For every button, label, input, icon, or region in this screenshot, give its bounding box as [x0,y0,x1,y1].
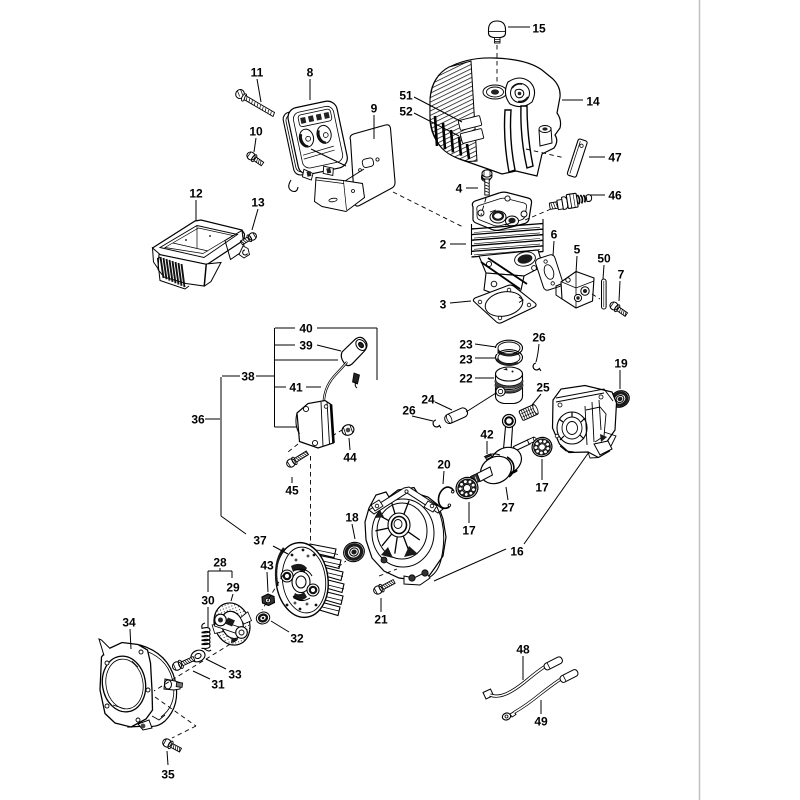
svg-text:46: 46 [608,188,622,202]
svg-text:17: 17 [535,480,549,494]
svg-text:35: 35 [161,767,175,781]
svg-text:15: 15 [532,21,546,35]
svg-text:4: 4 [456,181,463,195]
svg-text:51: 51 [399,88,413,102]
svg-text:32: 32 [290,631,304,645]
svg-text:42: 42 [480,427,494,441]
svg-text:5: 5 [574,242,581,256]
svg-text:44: 44 [343,450,357,464]
svg-text:30: 30 [201,593,215,607]
svg-text:45: 45 [285,483,299,497]
svg-text:34: 34 [122,615,136,629]
svg-text:41: 41 [289,380,303,394]
svg-text:9: 9 [371,101,378,115]
svg-text:38: 38 [241,369,255,383]
svg-text:40: 40 [299,321,313,335]
svg-text:47: 47 [608,150,622,164]
svg-text:25: 25 [536,380,550,394]
svg-text:10: 10 [249,124,263,138]
svg-text:26: 26 [402,403,416,417]
svg-text:22: 22 [459,371,473,385]
svg-text:50: 50 [597,251,611,265]
svg-text:36: 36 [191,412,205,426]
svg-text:13: 13 [251,195,265,209]
svg-text:28: 28 [213,555,227,569]
svg-text:29: 29 [226,580,240,594]
svg-text:21: 21 [374,612,388,626]
svg-text:37: 37 [253,533,267,547]
svg-text:3: 3 [440,297,447,311]
svg-text:18: 18 [345,510,359,524]
svg-text:52: 52 [399,104,413,118]
svg-text:23: 23 [459,337,473,351]
svg-text:8: 8 [307,65,314,79]
svg-text:27: 27 [501,500,515,514]
svg-text:49: 49 [534,714,548,728]
svg-text:31: 31 [211,677,225,691]
svg-text:26: 26 [532,330,546,344]
svg-text:43: 43 [260,558,274,572]
svg-text:11: 11 [251,65,264,79]
svg-text:39: 39 [299,338,313,352]
svg-text:16: 16 [510,544,524,558]
svg-text:14: 14 [586,94,600,108]
svg-text:20: 20 [437,457,451,471]
svg-text:6: 6 [551,227,558,241]
svg-text:24: 24 [421,392,435,406]
svg-text:7: 7 [618,267,625,281]
svg-text:48: 48 [516,642,530,656]
svg-text:19: 19 [614,356,628,370]
svg-text:12: 12 [189,186,203,200]
svg-text:17: 17 [462,523,476,537]
svg-text:2: 2 [440,237,447,251]
svg-text:33: 33 [228,667,242,681]
svg-text:23: 23 [459,352,473,366]
